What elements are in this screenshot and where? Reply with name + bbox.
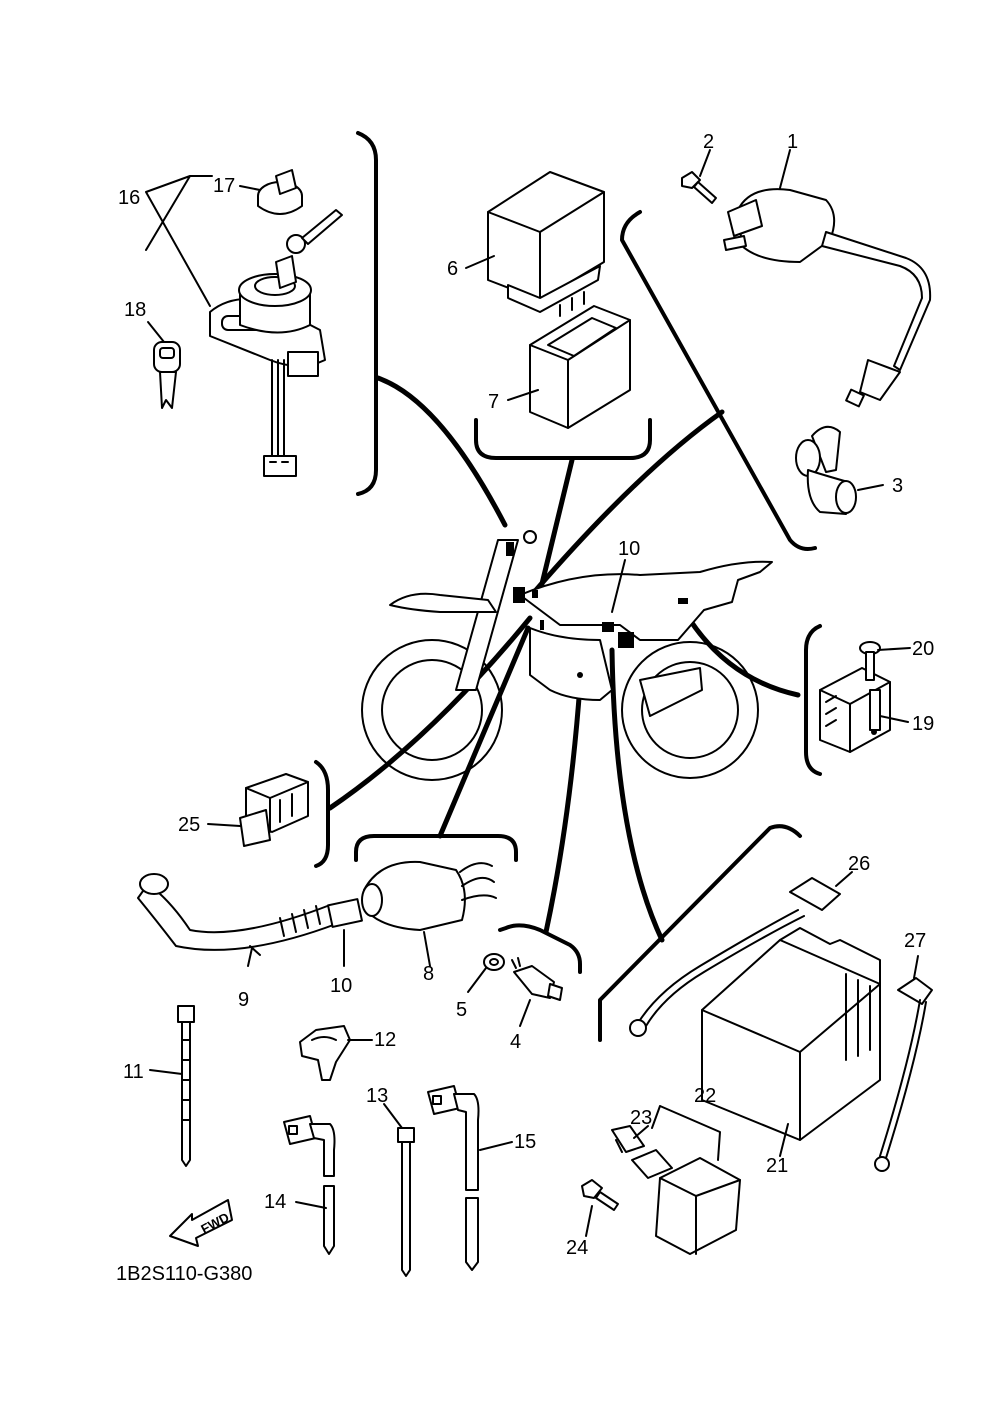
rectifier-19 bbox=[819, 667, 891, 753]
clamp-14 bbox=[283, 1115, 336, 1255]
callout-19: 19 bbox=[912, 713, 934, 735]
ignition-coil-1 bbox=[723, 188, 932, 408]
callout-26: 26 bbox=[848, 853, 870, 875]
cable-tie-11 bbox=[177, 1005, 195, 1167]
callout-15: 15 bbox=[514, 1131, 536, 1153]
fwd-arrow-icon: FWD bbox=[169, 1199, 233, 1247]
callout-12: 12 bbox=[374, 1029, 396, 1051]
lock-cap bbox=[257, 169, 303, 215]
clamp-12 bbox=[299, 1025, 351, 1081]
callout-10-upper: 10 bbox=[618, 538, 640, 560]
battery-lead-26 bbox=[629, 877, 841, 1037]
callout-18: 18 bbox=[124, 299, 146, 321]
coupler-25 bbox=[239, 773, 309, 847]
motorcycle-silhouette bbox=[361, 530, 773, 781]
bolt-24 bbox=[581, 1179, 619, 1211]
harness-10 bbox=[327, 898, 363, 928]
callout-9: 9 bbox=[238, 989, 249, 1011]
leader-lines bbox=[327, 375, 801, 943]
battery-21 bbox=[701, 927, 881, 1141]
callout-21: 21 bbox=[766, 1155, 788, 1177]
callout-27: 27 bbox=[904, 930, 926, 952]
callout-8: 8 bbox=[423, 963, 434, 985]
callout-4: 4 bbox=[510, 1031, 521, 1053]
callout-1: 1 bbox=[787, 131, 798, 153]
callout-7: 7 bbox=[488, 391, 499, 413]
diagram-code: 1B2S110-G380 bbox=[116, 1263, 252, 1285]
rectifier-regulator-22 bbox=[631, 1149, 741, 1255]
sleeve-8 bbox=[361, 860, 497, 931]
callout-13: 13 bbox=[366, 1085, 388, 1107]
key-18 bbox=[153, 341, 181, 409]
clamp-15 bbox=[427, 1085, 480, 1271]
callout-17: 17 bbox=[213, 175, 235, 197]
callout-25: 25 bbox=[178, 814, 200, 836]
callout-leaders bbox=[145, 149, 919, 1237]
bolt-20 bbox=[859, 641, 881, 681]
callout-23: 23 bbox=[630, 1107, 652, 1129]
callout-6: 6 bbox=[447, 258, 458, 280]
callout-10-lower: 10 bbox=[330, 975, 352, 997]
bolt-2 bbox=[681, 171, 717, 204]
callout-16: 16 bbox=[118, 187, 140, 209]
group-brackets bbox=[314, 131, 822, 1042]
callout-3: 3 bbox=[892, 475, 903, 497]
plug-cap-3 bbox=[795, 425, 857, 515]
terminal-23 bbox=[611, 1125, 645, 1153]
callout-5: 5 bbox=[456, 999, 467, 1021]
cable-tie-13 bbox=[397, 1127, 415, 1277]
callout-20: 20 bbox=[912, 638, 934, 660]
callout-22: 22 bbox=[694, 1085, 716, 1107]
gasket-5 bbox=[483, 953, 505, 971]
callout-numbers: 1 2 3 4 5 6 7 8 9 10 10 11 12 13 14 15 1… bbox=[118, 131, 934, 1259]
relay-6 bbox=[487, 171, 605, 317]
harness-9 bbox=[137, 873, 337, 951]
main-switch-assembly bbox=[209, 209, 343, 477]
callout-24: 24 bbox=[566, 1237, 588, 1259]
callout-2: 2 bbox=[703, 131, 714, 153]
callout-14: 14 bbox=[264, 1191, 286, 1213]
relay-cover-7 bbox=[529, 305, 631, 429]
callout-11: 11 bbox=[123, 1061, 144, 1083]
neutral-switch-4 bbox=[511, 957, 563, 1001]
battery-lead-27 bbox=[874, 977, 933, 1172]
